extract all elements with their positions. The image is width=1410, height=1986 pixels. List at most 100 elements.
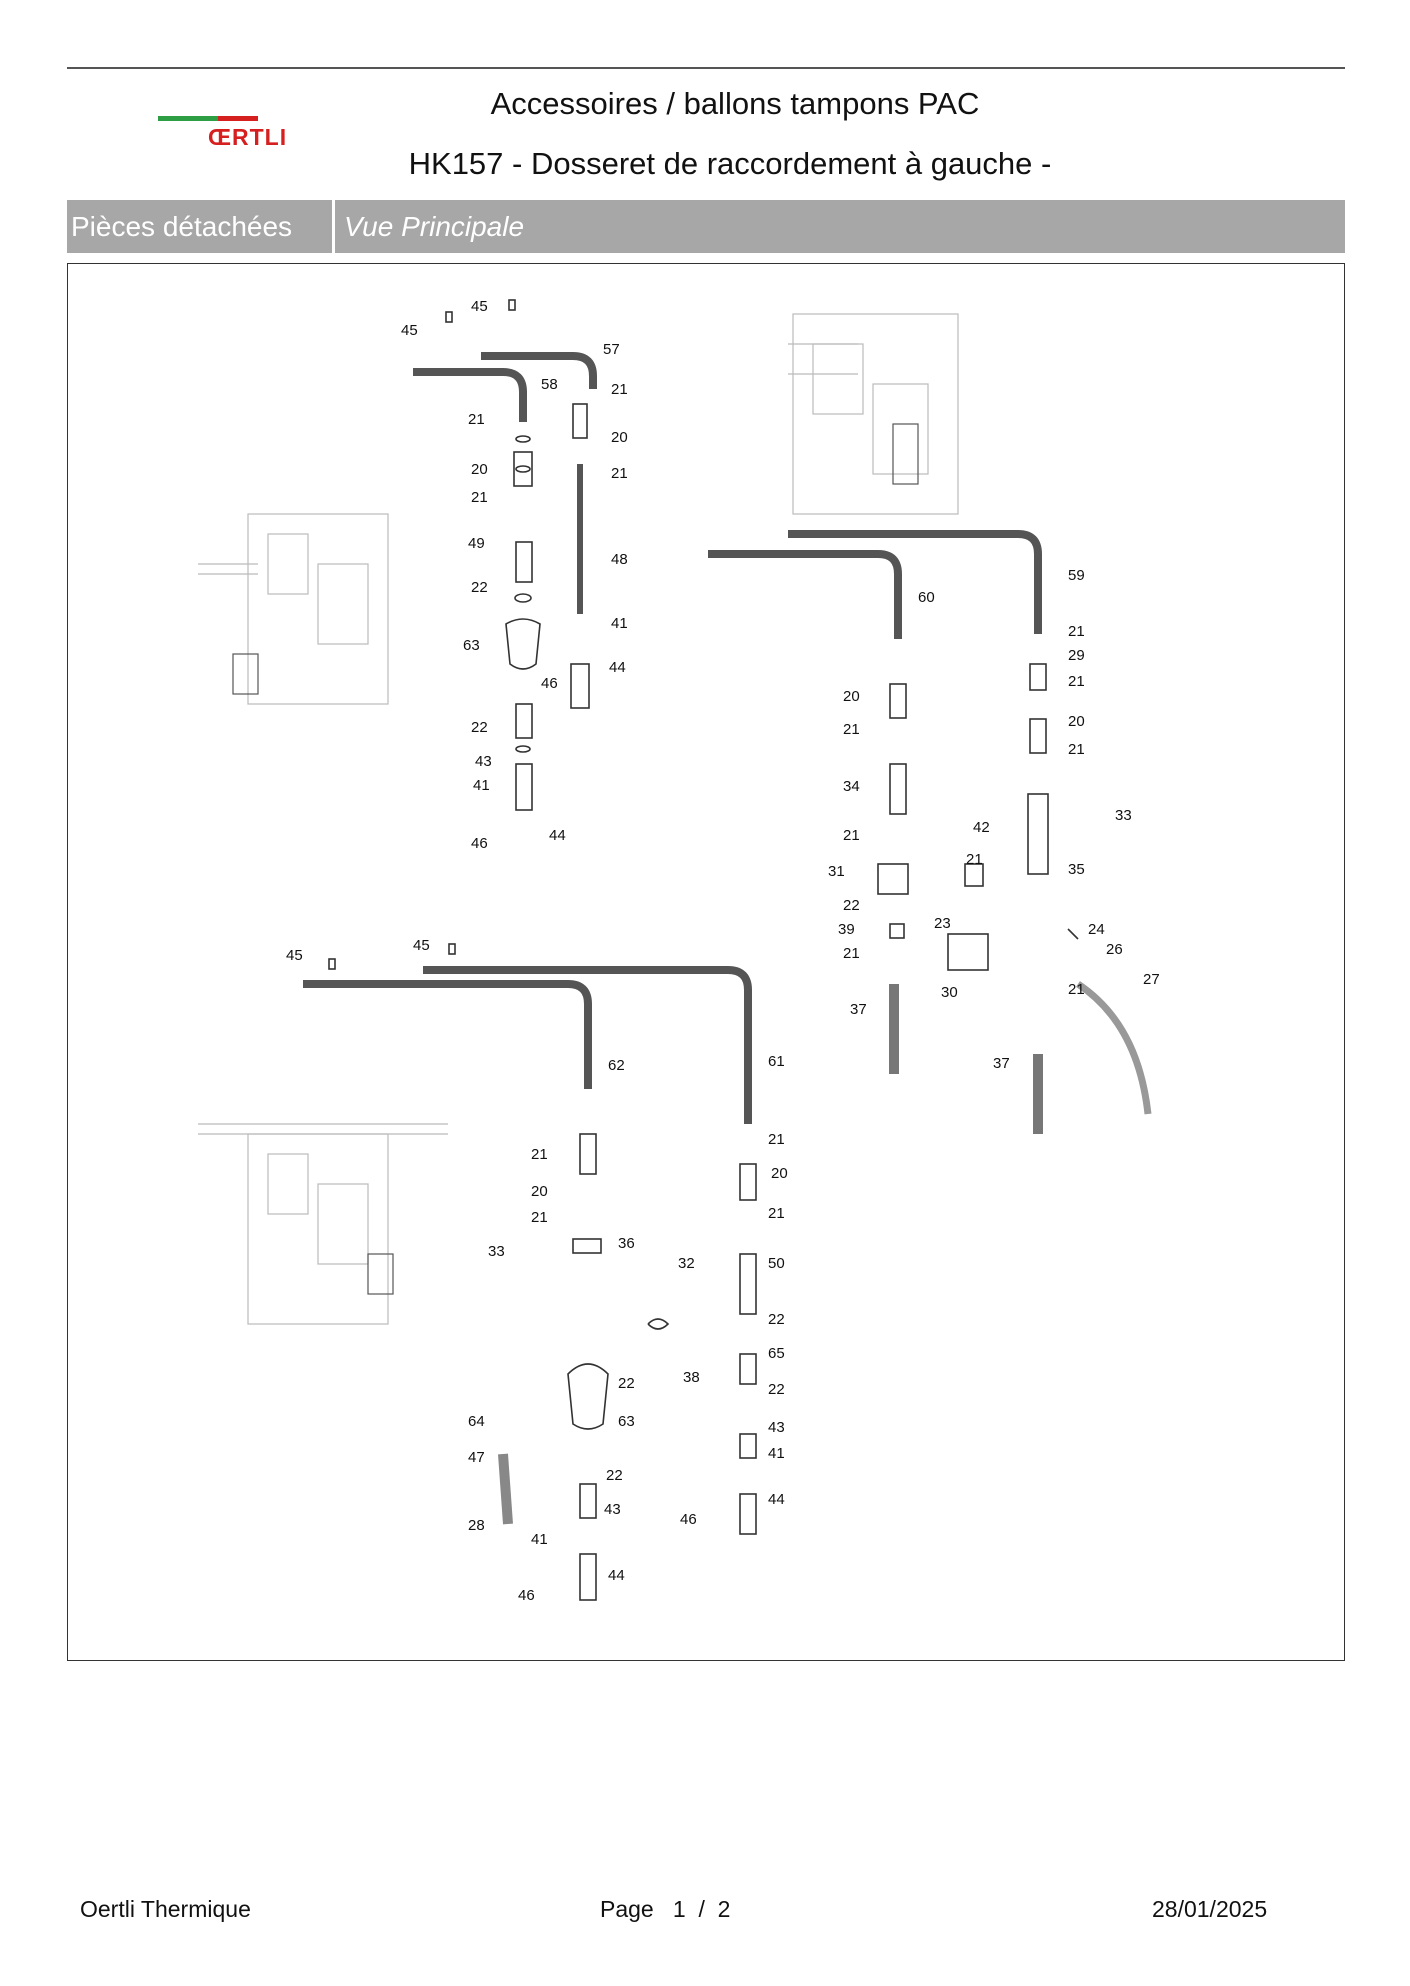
thumbnail-assembly-3 bbox=[198, 1123, 448, 1325]
callout: 21 bbox=[768, 1131, 785, 1148]
callout: 33 bbox=[1115, 807, 1132, 824]
callout: 21 bbox=[1068, 623, 1085, 640]
callout: 46 bbox=[680, 1511, 697, 1528]
footer-page-separator: / bbox=[698, 1896, 705, 1922]
exploded-view-diagram: 45 45 57 58 21 21 20 20 21 21 49 48 22 4… bbox=[67, 263, 1345, 1661]
callout: 41 bbox=[768, 1445, 785, 1462]
callout: 22 bbox=[843, 897, 860, 914]
callout: 21 bbox=[531, 1146, 548, 1163]
callout: 49 bbox=[468, 535, 485, 552]
assembly-b bbox=[708, 530, 1152, 1134]
tab-pieces-detachees[interactable]: Pièces détachées bbox=[67, 200, 335, 253]
callout: 46 bbox=[541, 675, 558, 692]
callout: 47 bbox=[468, 1449, 485, 1466]
callout: 64 bbox=[468, 1413, 485, 1430]
page-title: Accessoires / ballons tampons PAC bbox=[490, 86, 980, 121]
oertli-logo: ŒRTLI bbox=[158, 112, 308, 152]
callout: 44 bbox=[609, 659, 626, 676]
callout: 23 bbox=[934, 915, 951, 932]
callout: 36 bbox=[618, 1235, 635, 1252]
callout: 57 bbox=[603, 341, 620, 358]
callout: 44 bbox=[608, 1567, 625, 1584]
callout: 63 bbox=[618, 1413, 635, 1430]
callout: 21 bbox=[611, 465, 628, 482]
assembly-c bbox=[303, 943, 757, 1601]
callout: 26 bbox=[1106, 941, 1123, 958]
callout: 20 bbox=[531, 1183, 548, 1200]
callout: 45 bbox=[471, 298, 488, 315]
callout: 20 bbox=[611, 429, 628, 446]
logo-text: ŒRTLI bbox=[208, 124, 288, 150]
callout: 35 bbox=[1068, 861, 1085, 878]
callout: 44 bbox=[549, 827, 566, 844]
callout: 63 bbox=[463, 637, 480, 654]
callout-labels: 45 45 57 58 21 21 20 20 21 21 49 48 22 4… bbox=[286, 298, 1160, 1604]
top-rule bbox=[67, 67, 1345, 69]
callout: 48 bbox=[611, 551, 628, 568]
assembly-a bbox=[413, 299, 597, 811]
footer-page-label: Page bbox=[600, 1896, 654, 1922]
callout: 22 bbox=[618, 1375, 635, 1392]
footer-page-total: 2 bbox=[717, 1896, 731, 1922]
callout: 21 bbox=[468, 411, 485, 428]
callout: 21 bbox=[1068, 673, 1085, 690]
callout: 41 bbox=[473, 777, 490, 794]
callout: 22 bbox=[768, 1311, 785, 1328]
callout: 41 bbox=[531, 1531, 548, 1548]
callout: 21 bbox=[843, 721, 860, 738]
tab-bar: Pièces détachées Vue Principale bbox=[67, 200, 1345, 253]
callout: 24 bbox=[1088, 921, 1105, 938]
callout: 42 bbox=[973, 819, 990, 836]
tab-vue-principale[interactable]: Vue Principale bbox=[344, 211, 525, 242]
footer-page-number: 1 bbox=[672, 1896, 686, 1922]
callout: 20 bbox=[471, 461, 488, 478]
callout: 46 bbox=[471, 835, 488, 852]
callout: 21 bbox=[768, 1205, 785, 1222]
callout: 65 bbox=[768, 1345, 785, 1362]
callout: 31 bbox=[828, 863, 845, 880]
callout: 46 bbox=[518, 1587, 535, 1604]
callout: 22 bbox=[768, 1381, 785, 1398]
callout: 21 bbox=[1068, 981, 1085, 998]
callout: 22 bbox=[471, 579, 488, 596]
page-subtitle: HK157 - Dosseret de raccordement à gauch… bbox=[408, 146, 1052, 181]
callout: 45 bbox=[401, 322, 418, 339]
callout: 41 bbox=[611, 615, 628, 632]
callout: 43 bbox=[768, 1419, 785, 1436]
callout: 21 bbox=[531, 1209, 548, 1226]
thumbnail-assembly-2 bbox=[788, 313, 959, 515]
callout: 43 bbox=[604, 1501, 621, 1518]
callout: 21 bbox=[611, 381, 628, 398]
diagram-svg: 45 45 57 58 21 21 20 20 21 21 49 48 22 4… bbox=[198, 298, 1160, 1604]
callout: 21 bbox=[471, 489, 488, 506]
callout: 33 bbox=[488, 1243, 505, 1260]
callout: 22 bbox=[606, 1467, 623, 1484]
callout: 37 bbox=[993, 1055, 1010, 1072]
callout: 44 bbox=[768, 1491, 785, 1508]
logo-green-bar bbox=[158, 116, 218, 121]
logo-red-bar bbox=[218, 116, 258, 121]
callout: 21 bbox=[1068, 741, 1085, 758]
callout: 62 bbox=[608, 1057, 625, 1074]
callout: 21 bbox=[843, 945, 860, 962]
callout: 39 bbox=[838, 921, 855, 938]
callout: 21 bbox=[966, 851, 983, 868]
callout: 30 bbox=[941, 984, 958, 1001]
footer-date: 28/01/2025 bbox=[1152, 1896, 1268, 1922]
callout: 60 bbox=[918, 589, 935, 606]
footer-company: Oertli Thermique bbox=[80, 1896, 251, 1922]
thumbnail-assembly-1 bbox=[198, 513, 389, 705]
callout: 45 bbox=[286, 947, 303, 964]
callout: 28 bbox=[468, 1517, 485, 1534]
callout: 43 bbox=[475, 753, 492, 770]
callout: 27 bbox=[1143, 971, 1160, 988]
callout: 45 bbox=[413, 937, 430, 954]
callout: 37 bbox=[850, 1001, 867, 1018]
callout: 20 bbox=[1068, 713, 1085, 730]
callout: 61 bbox=[768, 1053, 785, 1070]
callout: 32 bbox=[678, 1255, 695, 1272]
callout: 58 bbox=[541, 376, 558, 393]
callout: 59 bbox=[1068, 567, 1085, 584]
callout: 20 bbox=[843, 688, 860, 705]
callout: 29 bbox=[1068, 647, 1085, 664]
